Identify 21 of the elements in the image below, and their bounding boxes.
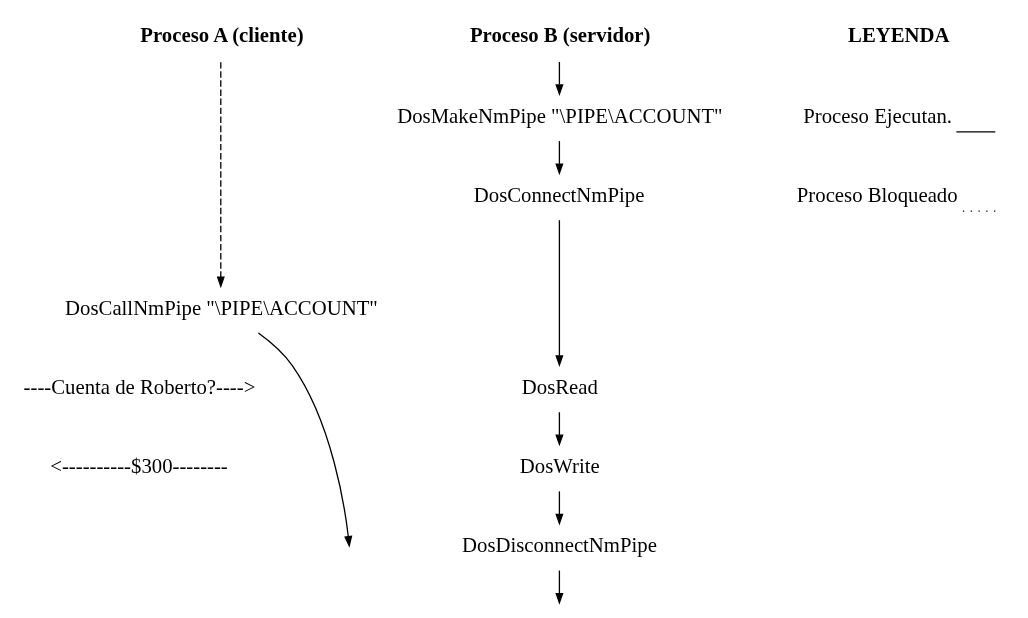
- label: LEYENDA: [848, 23, 950, 46]
- node-text: DosRead: [521, 375, 598, 398]
- arrow: [257, 331, 353, 548]
- label: <----------$300--------: [50, 454, 228, 477]
- arrow: [555, 411, 564, 446]
- legend-label: Proceso Ejecutan.: [803, 104, 952, 127]
- node-text: DosConnectNmPipe: [473, 183, 645, 206]
- node-text: DosCallNmPipe "\PIPE\ACCOUNT": [65, 296, 378, 319]
- arrow: [555, 490, 564, 525]
- node-text: DosDisconnectNmPipe: [462, 533, 657, 556]
- arrow: [555, 139, 564, 175]
- arrow: [555, 60, 564, 96]
- arrow: [555, 219, 564, 367]
- arrow: [216, 61, 225, 288]
- node-text: Proceso A (cliente): [140, 23, 304, 46]
- node-text: DosWrite: [519, 454, 600, 477]
- arrow: [555, 569, 564, 605]
- legend-label: Proceso Bloqueado: [796, 183, 958, 206]
- label: ----Cuenta de Roberto?---->: [23, 375, 256, 398]
- node-text: Proceso B (servidor): [469, 23, 651, 46]
- node-text: DosMakeNmPipe "\PIPE\ACCOUNT": [397, 104, 723, 127]
